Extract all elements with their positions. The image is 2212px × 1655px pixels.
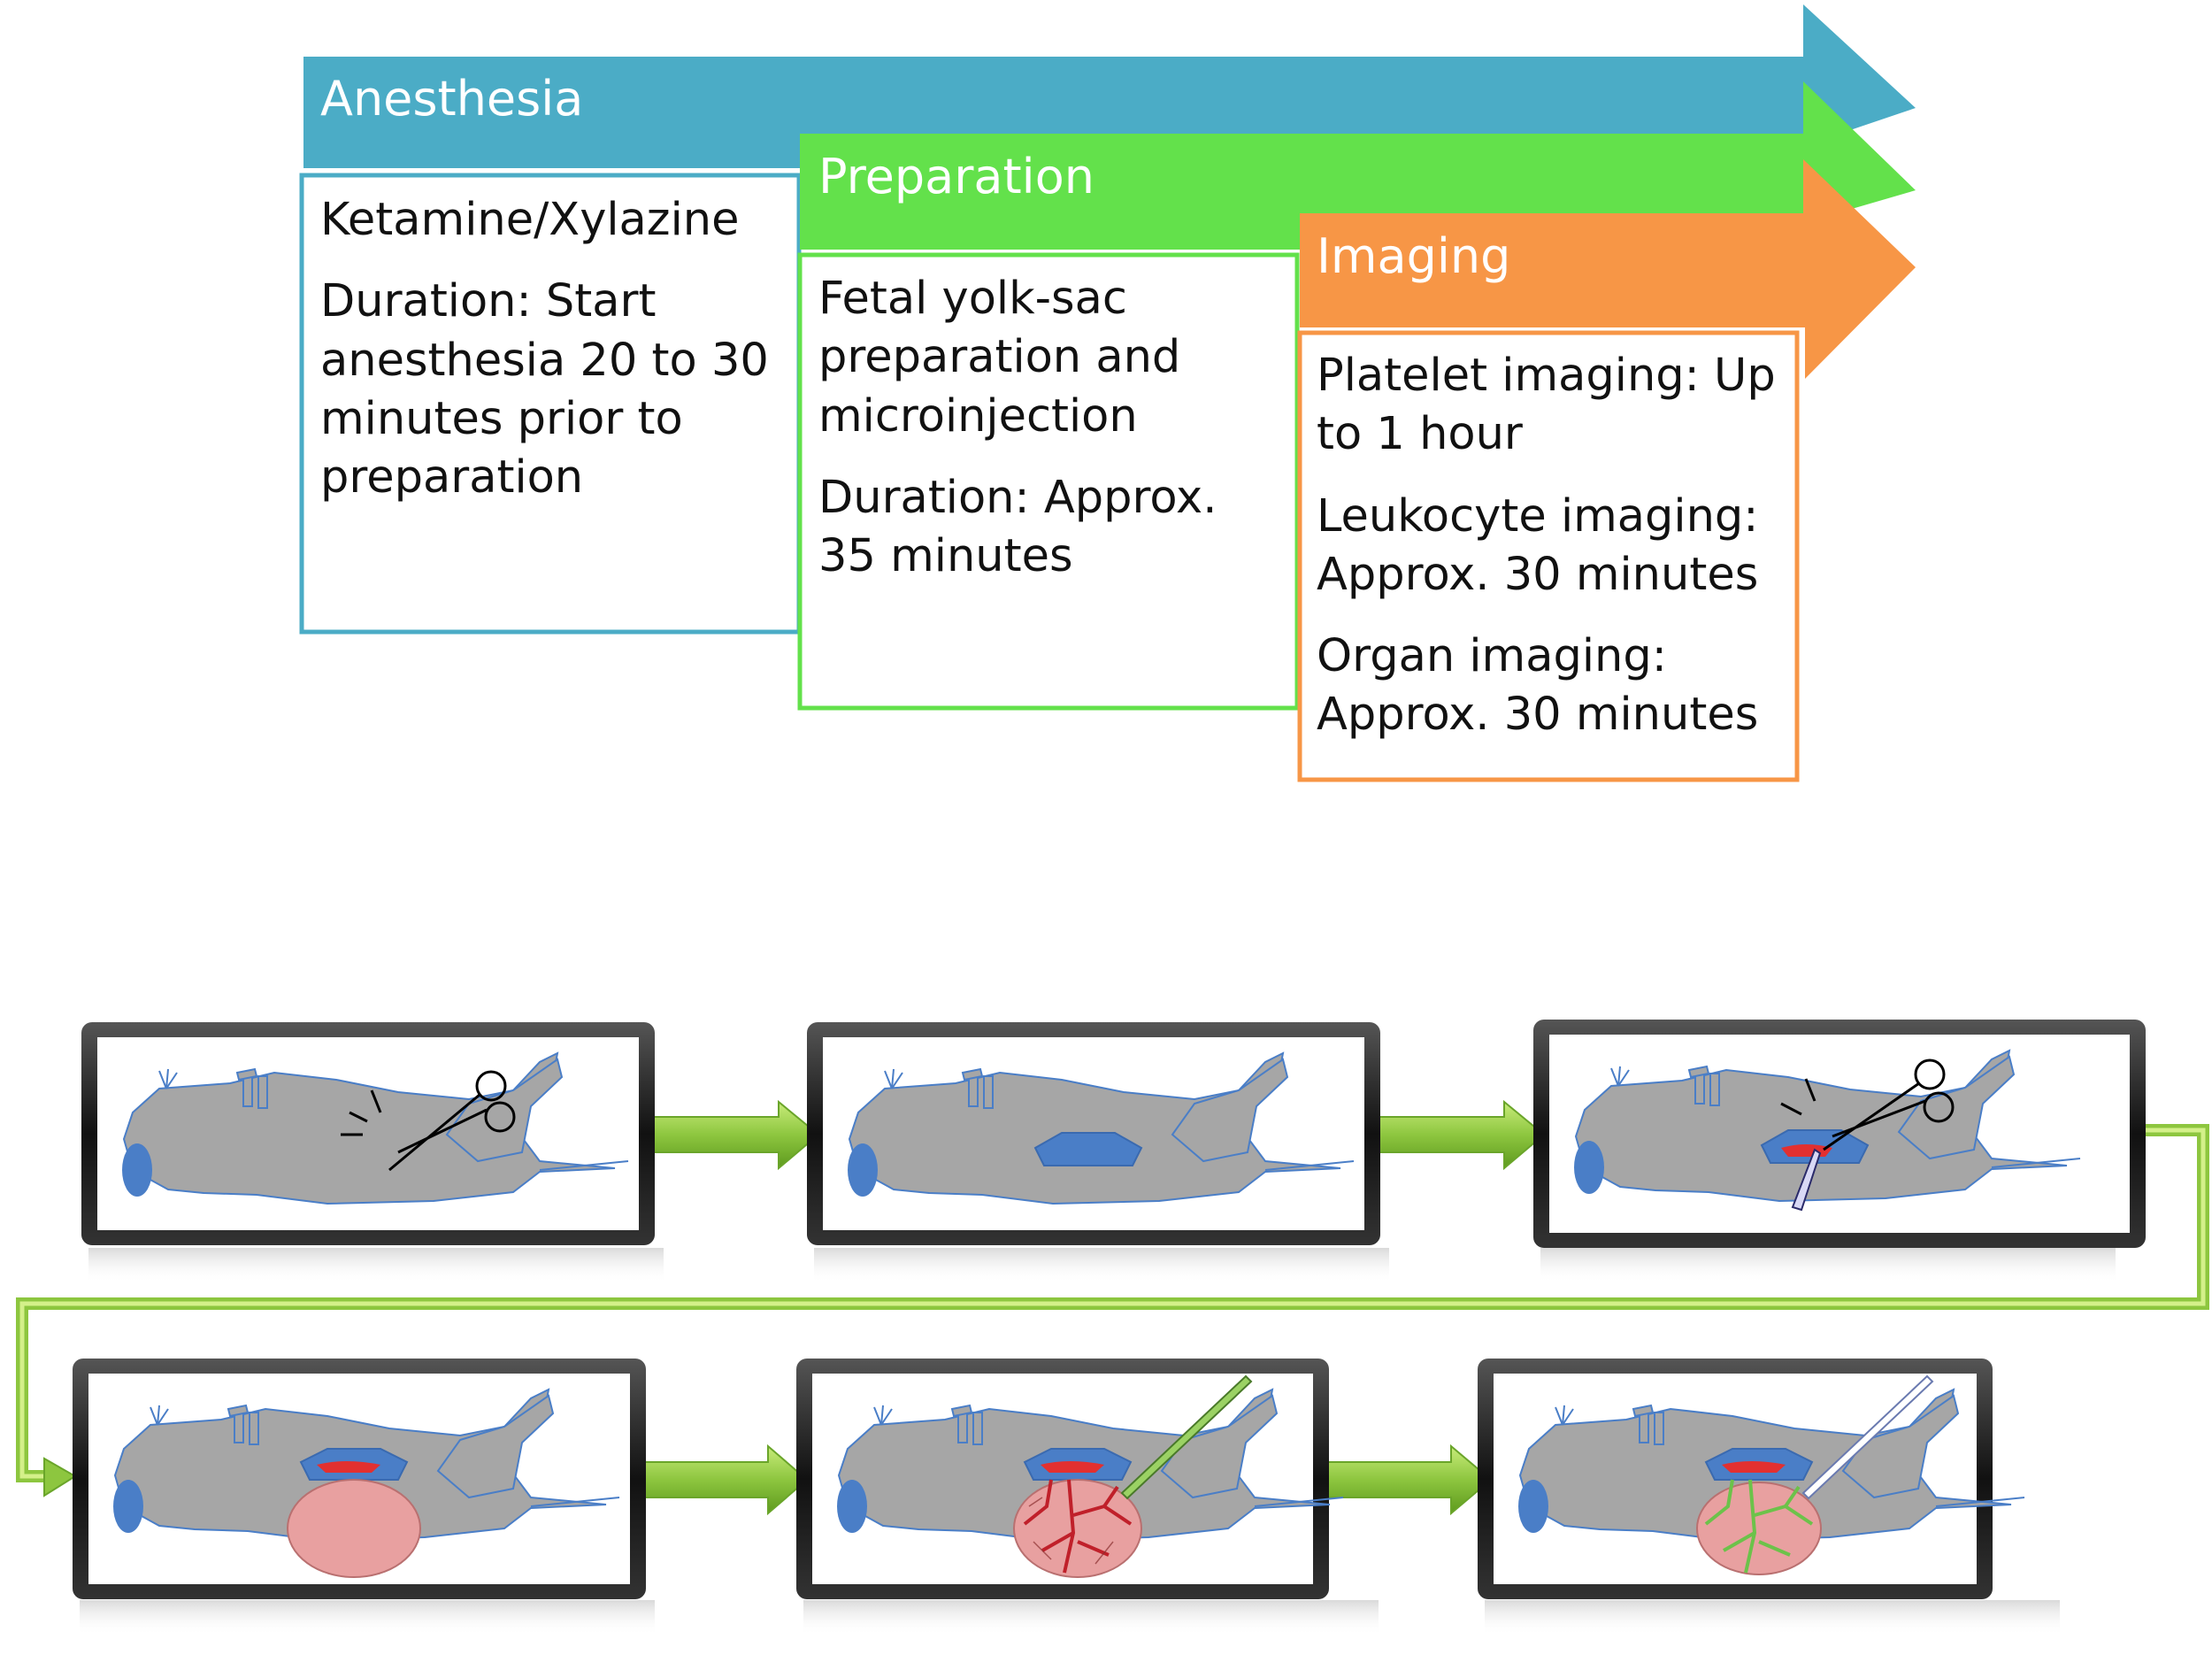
flow-arrow-wrap (16, 1124, 2209, 1497)
imaging-organ: Organ imaging: Approx. 30 minutes (1317, 630, 1759, 742)
scissors-icon (341, 1070, 516, 1172)
imaging-box (1297, 330, 1800, 782)
imaging-leukocyte: Leukocyte imaging: Approx. 30 minutes (1317, 489, 1759, 601)
preparation-arrow (800, 81, 1916, 250)
anesthesia-drug: Ketamine/Xylazine (320, 194, 740, 246)
forceps-icon (1791, 1148, 1822, 1212)
procedure-panel-3 (1533, 1020, 2146, 1283)
imaging-title: Imaging (1317, 228, 1511, 284)
scissors-icon (1780, 1058, 1955, 1151)
imaging-details: Platelet imaging: Up to 1 hour Leukocyte… (1317, 347, 1781, 768)
yolk-sac (287, 1479, 421, 1578)
imaging-platelet: Platelet imaging: Up to 1 hour (1317, 350, 1776, 461)
microinjection-needle (1801, 1374, 1934, 1500)
anesthesia-duration: Duration: Start anesthesia 20 to 30 minu… (320, 275, 769, 504)
flow-arrow-3 (638, 1443, 809, 1516)
flow-arrow-4 (1322, 1443, 1493, 1516)
anesthesia-title: Anesthesia (320, 71, 584, 127)
procedure-panel-1 (81, 1022, 664, 1283)
anesthesia-details: Ketamine/Xylazine Duration: Start anesth… (320, 191, 772, 530)
anesthesia-arrow (303, 4, 1916, 168)
procedure-panel-2 (807, 1022, 1389, 1283)
yolk-sac-exposed (1033, 1132, 1143, 1166)
preparation-procedure: Fetal yolk-sac preparation and microinje… (818, 273, 1181, 443)
imaging-arrow (1300, 159, 1916, 379)
procedure-panel-5 (796, 1359, 1379, 1636)
microinjection-needle (1120, 1374, 1253, 1500)
procedure-panel-6 (1478, 1359, 2060, 1636)
preparation-title: Preparation (818, 149, 1094, 204)
preparation-duration: Duration: Approx. 35 minutes (818, 471, 1217, 583)
flow-arrow-1 (649, 1099, 820, 1171)
anesthesia-box (299, 173, 802, 635)
preparation-details: Fetal yolk-sac preparation and microinje… (818, 270, 1283, 609)
preparation-box (797, 252, 1300, 711)
procedure-panel-4 (73, 1359, 655, 1636)
flow-arrow-2 (1377, 1099, 1546, 1171)
yolk-sac-vessels-labeled (1704, 1479, 1814, 1574)
